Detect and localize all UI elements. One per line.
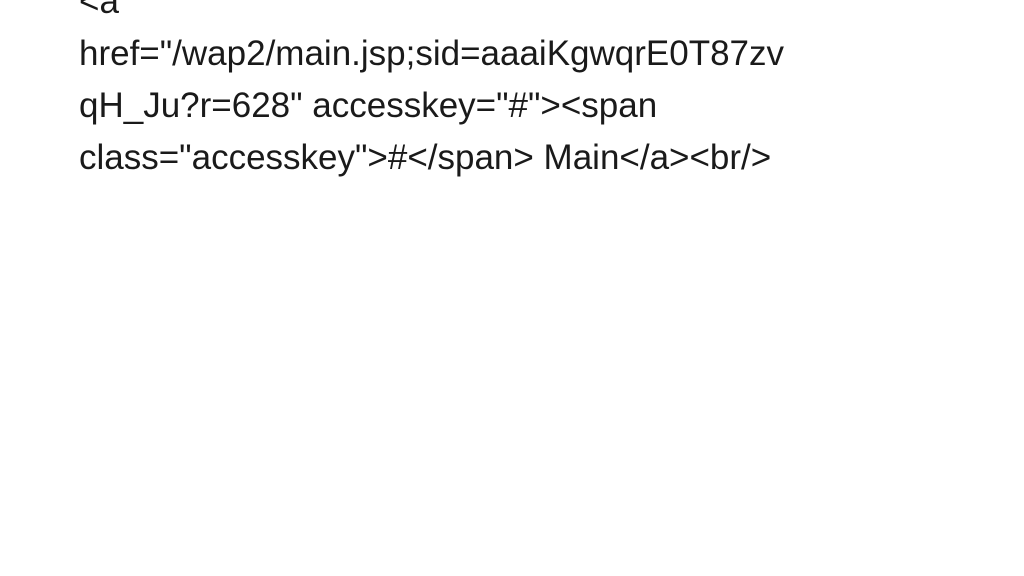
snippet-line-3: qH_Ju?r=628" accesskey="#"><span — [79, 86, 658, 125]
snippet-line-1: <a — [79, 0, 119, 21]
snippet-line-4: class="accesskey">#</span> Main</a><br/> — [79, 138, 772, 177]
html-snippet-text: <a href="/wap2/main.jsp;sid=aaaiKgwqrE0T… — [79, 0, 959, 184]
snippet-line-2: href="/wap2/main.jsp;sid=aaaiKgwqrE0T87z… — [79, 34, 785, 73]
